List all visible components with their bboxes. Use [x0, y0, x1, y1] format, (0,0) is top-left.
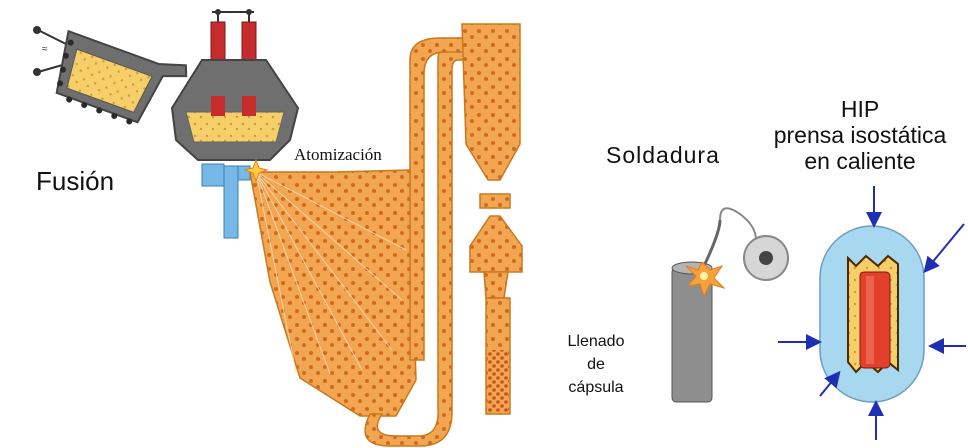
filling-label: Llenado de cápsula	[548, 330, 644, 399]
svg-text:~: ~	[226, 8, 232, 19]
pressure-arrow-icon	[926, 224, 964, 270]
hip-label: HIP prensa isostática en caliente	[760, 96, 960, 174]
atomization-chamber	[245, 160, 416, 416]
filling-line-2: de	[548, 353, 644, 376]
svg-text:≈: ≈	[42, 44, 48, 55]
hip-line-3: en caliente	[760, 148, 960, 174]
fusion-label: Fusión	[36, 166, 114, 197]
filling-line-3: cápsula	[548, 376, 644, 399]
welding-label: Soldadura	[606, 142, 720, 169]
hip-line-2: prensa isostática	[760, 122, 960, 148]
filling-line-1: Llenado	[548, 330, 644, 353]
atomization-label: Atomización	[292, 145, 384, 165]
hip-title: HIP	[760, 96, 960, 122]
welding-station	[672, 208, 788, 402]
melting-crucible: ≈	[33, 24, 190, 138]
cyclone-separator	[462, 24, 522, 298]
filling-capsule	[486, 298, 510, 414]
